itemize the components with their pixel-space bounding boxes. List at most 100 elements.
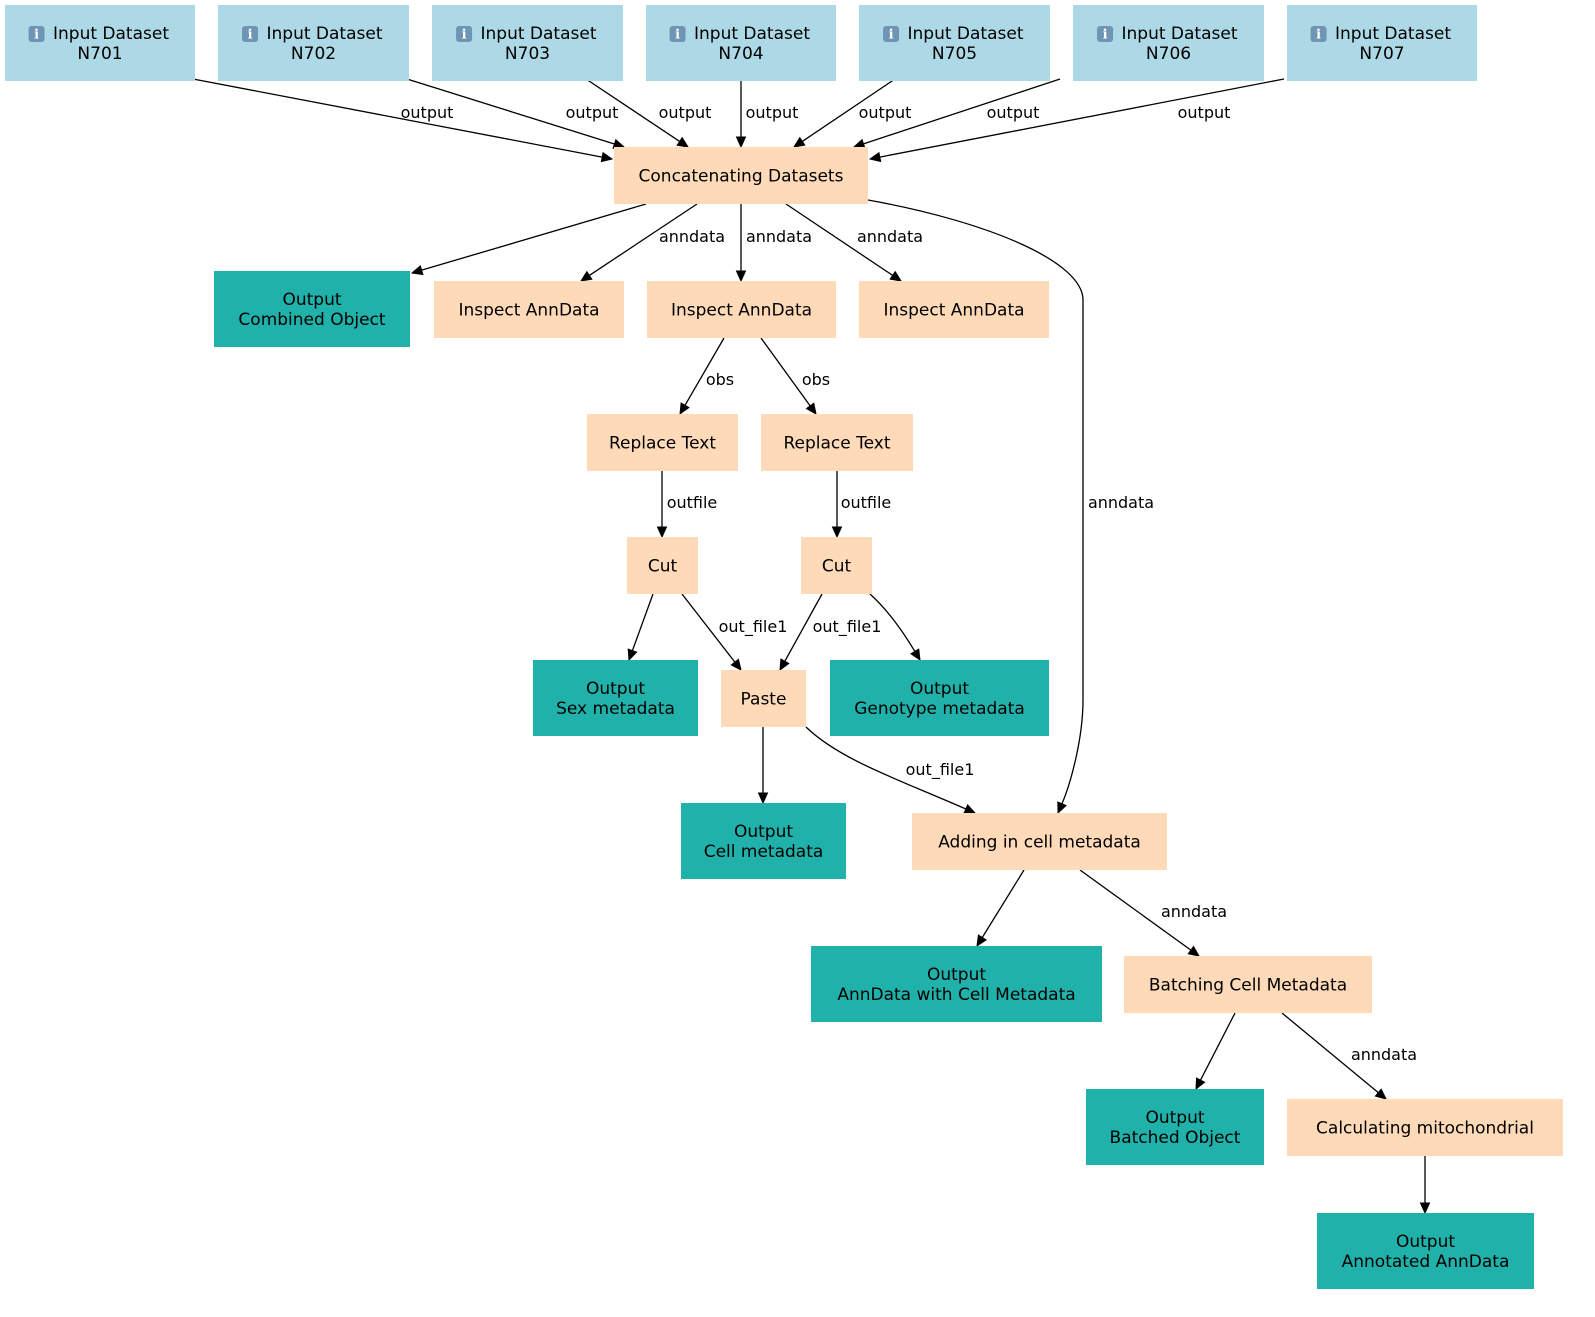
arrowhead bbox=[779, 658, 790, 672]
edge-cut1-to-paste: out_file1 bbox=[681, 593, 787, 671]
edge-label: output bbox=[401, 103, 454, 122]
edge-adding-to-out_anndata_cm bbox=[976, 869, 1025, 948]
edge-cut1-to-out_sex bbox=[627, 593, 654, 662]
output-box bbox=[1317, 1213, 1534, 1289]
node-label: Output bbox=[927, 965, 986, 985]
input-box bbox=[859, 5, 1050, 81]
edge-label: anndata bbox=[1161, 902, 1227, 921]
node-inspect2[interactable]: Inspect AnnData bbox=[647, 281, 836, 338]
arrowhead bbox=[730, 658, 742, 671]
node-label: Input Dataset bbox=[53, 24, 169, 44]
node-adding[interactable]: Adding in cell metadata bbox=[912, 813, 1167, 870]
node-inspect1[interactable]: Inspect AnnData bbox=[434, 281, 624, 338]
edge-label: anndata bbox=[746, 227, 812, 246]
arrowhead bbox=[656, 526, 668, 539]
step-box bbox=[614, 147, 868, 204]
svg-text:i: i bbox=[1103, 28, 1108, 43]
step-box bbox=[1287, 1099, 1563, 1156]
arrowhead bbox=[757, 792, 769, 805]
info-icon: i bbox=[456, 26, 473, 43]
step-box bbox=[1124, 956, 1372, 1013]
edge-mito-to-out_annotated bbox=[1419, 1156, 1431, 1215]
node-label: Batching Cell Metadata bbox=[1149, 976, 1347, 996]
step-box bbox=[587, 414, 738, 471]
node-label: Input Dataset bbox=[1335, 24, 1451, 44]
edge-line bbox=[879, 78, 1285, 158]
node-replace2[interactable]: Replace Text bbox=[761, 414, 913, 471]
edge-replace2-to-cut2: outfile bbox=[831, 471, 891, 539]
node-label: Inspect AnnData bbox=[883, 301, 1024, 321]
edge-batching-to-out_batched bbox=[1195, 1012, 1236, 1091]
svg-text:i: i bbox=[462, 28, 467, 43]
node-label: N706 bbox=[1146, 44, 1191, 64]
edge-inspect2-to-replace2: obs bbox=[760, 337, 830, 415]
node-label: Input Dataset bbox=[481, 24, 597, 44]
edge-line bbox=[681, 593, 736, 663]
edge-line bbox=[631, 593, 654, 651]
edge-line bbox=[869, 593, 916, 652]
edge-line bbox=[784, 593, 823, 662]
node-label: Inspect AnnData bbox=[458, 301, 599, 321]
node-label: Replace Text bbox=[609, 434, 716, 454]
output-box bbox=[533, 660, 698, 736]
edge-cut2-to-out_genotype bbox=[869, 593, 921, 662]
node-label: N703 bbox=[505, 44, 550, 64]
arrowhead bbox=[889, 270, 903, 282]
node-mito[interactable]: Calculating mitochondrial bbox=[1287, 1099, 1563, 1156]
edge-label: anndata bbox=[659, 227, 725, 246]
node-label: Output bbox=[734, 822, 793, 842]
step-box bbox=[627, 537, 698, 594]
arrowhead bbox=[792, 136, 806, 148]
edge-n701-to-concat: output bbox=[192, 78, 614, 163]
arrowhead bbox=[735, 136, 747, 149]
input-box bbox=[1073, 5, 1264, 81]
node-cut1[interactable]: Cut bbox=[627, 537, 698, 594]
node-label: Replace Text bbox=[783, 434, 890, 454]
edge-inspect2-to-replace1: obs bbox=[679, 337, 734, 416]
edge-line bbox=[1199, 1012, 1236, 1081]
node-replace1[interactable]: Replace Text bbox=[587, 414, 738, 471]
info-icon: i bbox=[669, 26, 686, 43]
output-box bbox=[214, 271, 410, 347]
input-box bbox=[432, 5, 623, 81]
node-label: Output bbox=[586, 679, 645, 699]
arrowhead bbox=[976, 934, 988, 948]
step-box bbox=[859, 281, 1049, 338]
edge-label: obs bbox=[706, 370, 734, 389]
step-box bbox=[647, 281, 836, 338]
arrowhead bbox=[579, 270, 593, 282]
node-label: Calculating mitochondrial bbox=[1316, 1119, 1534, 1139]
step-box bbox=[721, 670, 806, 727]
arrowhead bbox=[1187, 945, 1200, 957]
edge-line bbox=[867, 199, 1084, 805]
node-label: Combined Object bbox=[238, 310, 385, 330]
node-cut2[interactable]: Cut bbox=[801, 537, 872, 594]
edge-line bbox=[421, 203, 647, 271]
edge-paste-to-out_cell bbox=[757, 727, 769, 805]
node-inspect3[interactable]: Inspect AnnData bbox=[859, 281, 1049, 338]
edge-label: anndata bbox=[857, 227, 923, 246]
node-concat[interactable]: Concatenating Datasets bbox=[614, 147, 868, 204]
node-paste[interactable]: Paste bbox=[721, 670, 806, 727]
node-batching[interactable]: Batching Cell Metadata bbox=[1124, 956, 1372, 1013]
edge-n707-to-concat: output bbox=[868, 78, 1285, 163]
edge-label: output bbox=[566, 103, 619, 122]
edge-line bbox=[863, 78, 1061, 145]
edge-replace1-to-cut1: outfile bbox=[656, 471, 717, 539]
edge-line bbox=[192, 78, 603, 158]
step-box bbox=[761, 414, 913, 471]
